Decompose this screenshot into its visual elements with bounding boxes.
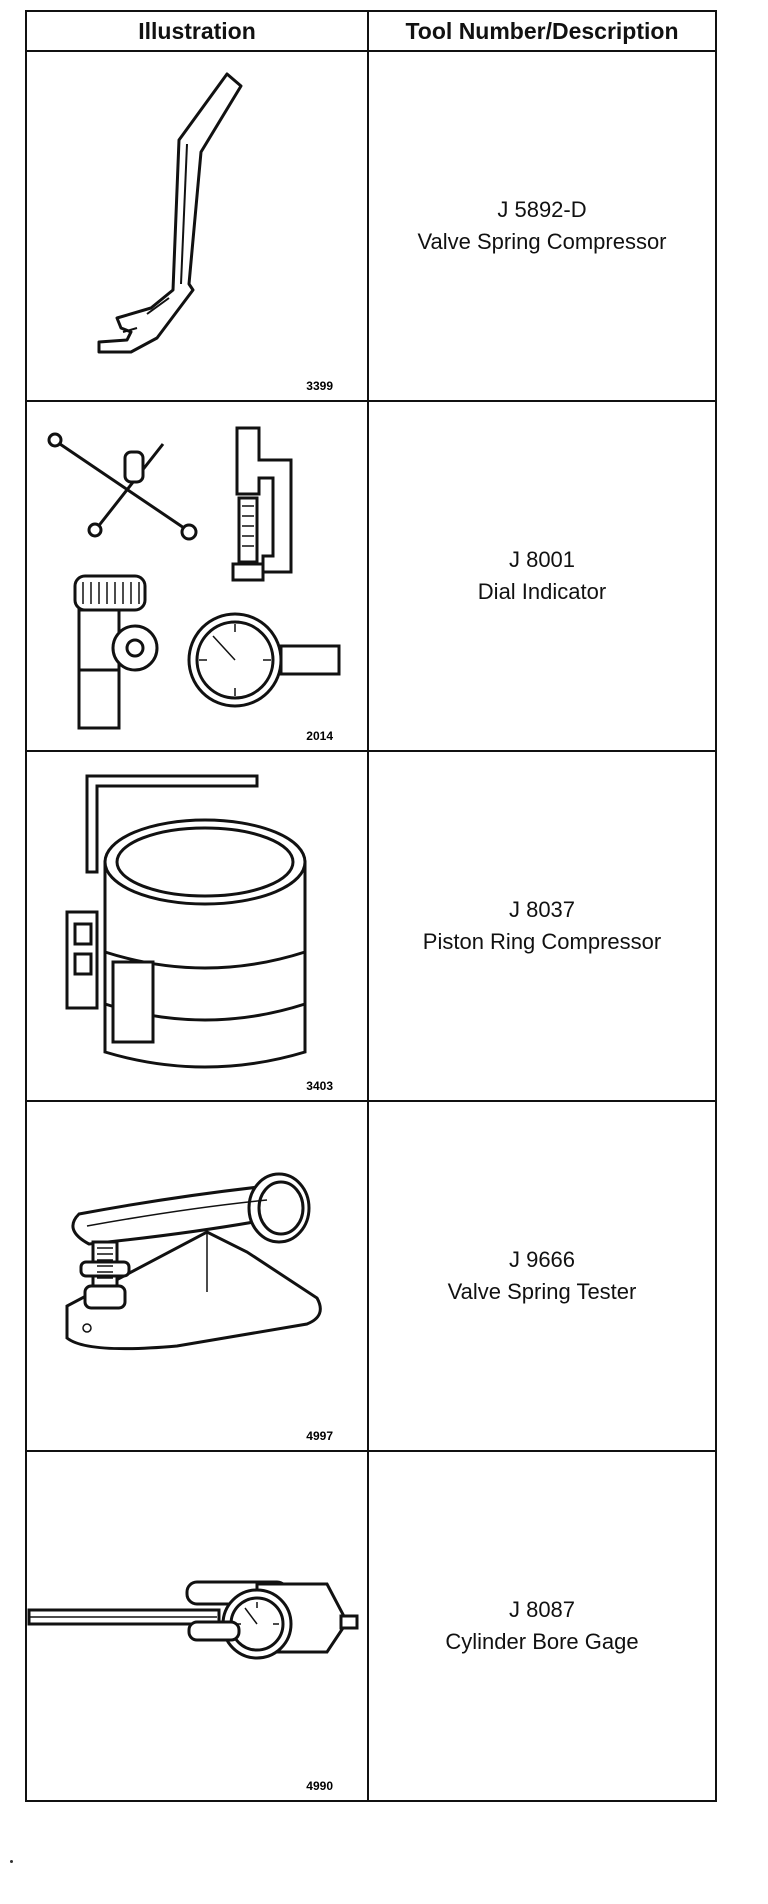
column-header-illustration: Illustration <box>25 10 369 52</box>
illustration-cell: 3403 <box>25 750 369 1102</box>
figure-number: 3403 <box>306 1079 333 1093</box>
tool-description: Cylinder Bore Gage <box>445 1629 639 1654</box>
table-row: 4990 J 8087 Cylinder Bore Gage <box>25 1450 717 1802</box>
table-row: 3403 J 8037 Piston Ring Compressor <box>25 750 717 1102</box>
figure-number: 4990 <box>306 1779 333 1793</box>
cylinder-bore-gage-drawing-icon: 4990 <box>28 1580 359 1793</box>
tool-description: Piston Ring Compressor <box>422 929 662 954</box>
tool-description: Valve Spring Tester <box>447 1279 637 1304</box>
table-header-row: Illustration Tool Number/Description <box>25 10 717 52</box>
scan-speck <box>10 1860 13 1863</box>
tool-number: J 8037 <box>508 897 576 922</box>
tool-description-cell: J 8037 Piston Ring Compressor <box>367 750 717 1102</box>
illustration-cell: 2014 <box>25 400 369 752</box>
illustration-cell: 4997 <box>25 1100 369 1452</box>
dial-indicator-set-drawing-icon: 2014 <box>47 426 341 743</box>
table-row: 4997 J 9666 Valve Spring Tester <box>25 1100 717 1452</box>
column-header-tool-number-description: Tool Number/Description <box>367 10 717 52</box>
tool-description: Dial Indicator <box>477 579 607 604</box>
valve-spring-compressor-drawing-icon: 3399 <box>97 72 333 393</box>
tool-number: J 5892-D <box>497 197 587 222</box>
tool-description-cell: J 9666 Valve Spring Tester <box>367 1100 717 1452</box>
figure-number: 2014 <box>306 729 333 743</box>
tool-number: J 9666 <box>508 1247 576 1272</box>
figure-number: 4997 <box>306 1429 333 1443</box>
tool-number: J 8087 <box>508 1597 576 1622</box>
illustration-cell: 4990 <box>25 1450 369 1802</box>
tool-description-cell: J 8001 Dial Indicator <box>367 400 717 752</box>
piston-ring-compressor-drawing-icon: 3403 <box>65 774 333 1093</box>
special-tools-table: Illustration Tool Number/Description 339… <box>25 10 717 1802</box>
tool-description-cell: J 8087 Cylinder Bore Gage <box>367 1450 717 1802</box>
tool-number: J 8001 <box>508 547 576 572</box>
table-row: 2014 J 8001 Dial Indicator <box>25 400 717 752</box>
figure-number: 3399 <box>306 379 333 393</box>
table-row: 3399 J 5892-D Valve Spring Compressor <box>25 50 717 402</box>
illustration-cell: 3399 <box>25 50 369 402</box>
tool-description: Valve Spring Compressor <box>417 229 667 254</box>
valve-spring-tester-drawing-icon: 4997 <box>65 1172 333 1443</box>
tool-description-cell: J 5892-D Valve Spring Compressor <box>367 50 717 402</box>
